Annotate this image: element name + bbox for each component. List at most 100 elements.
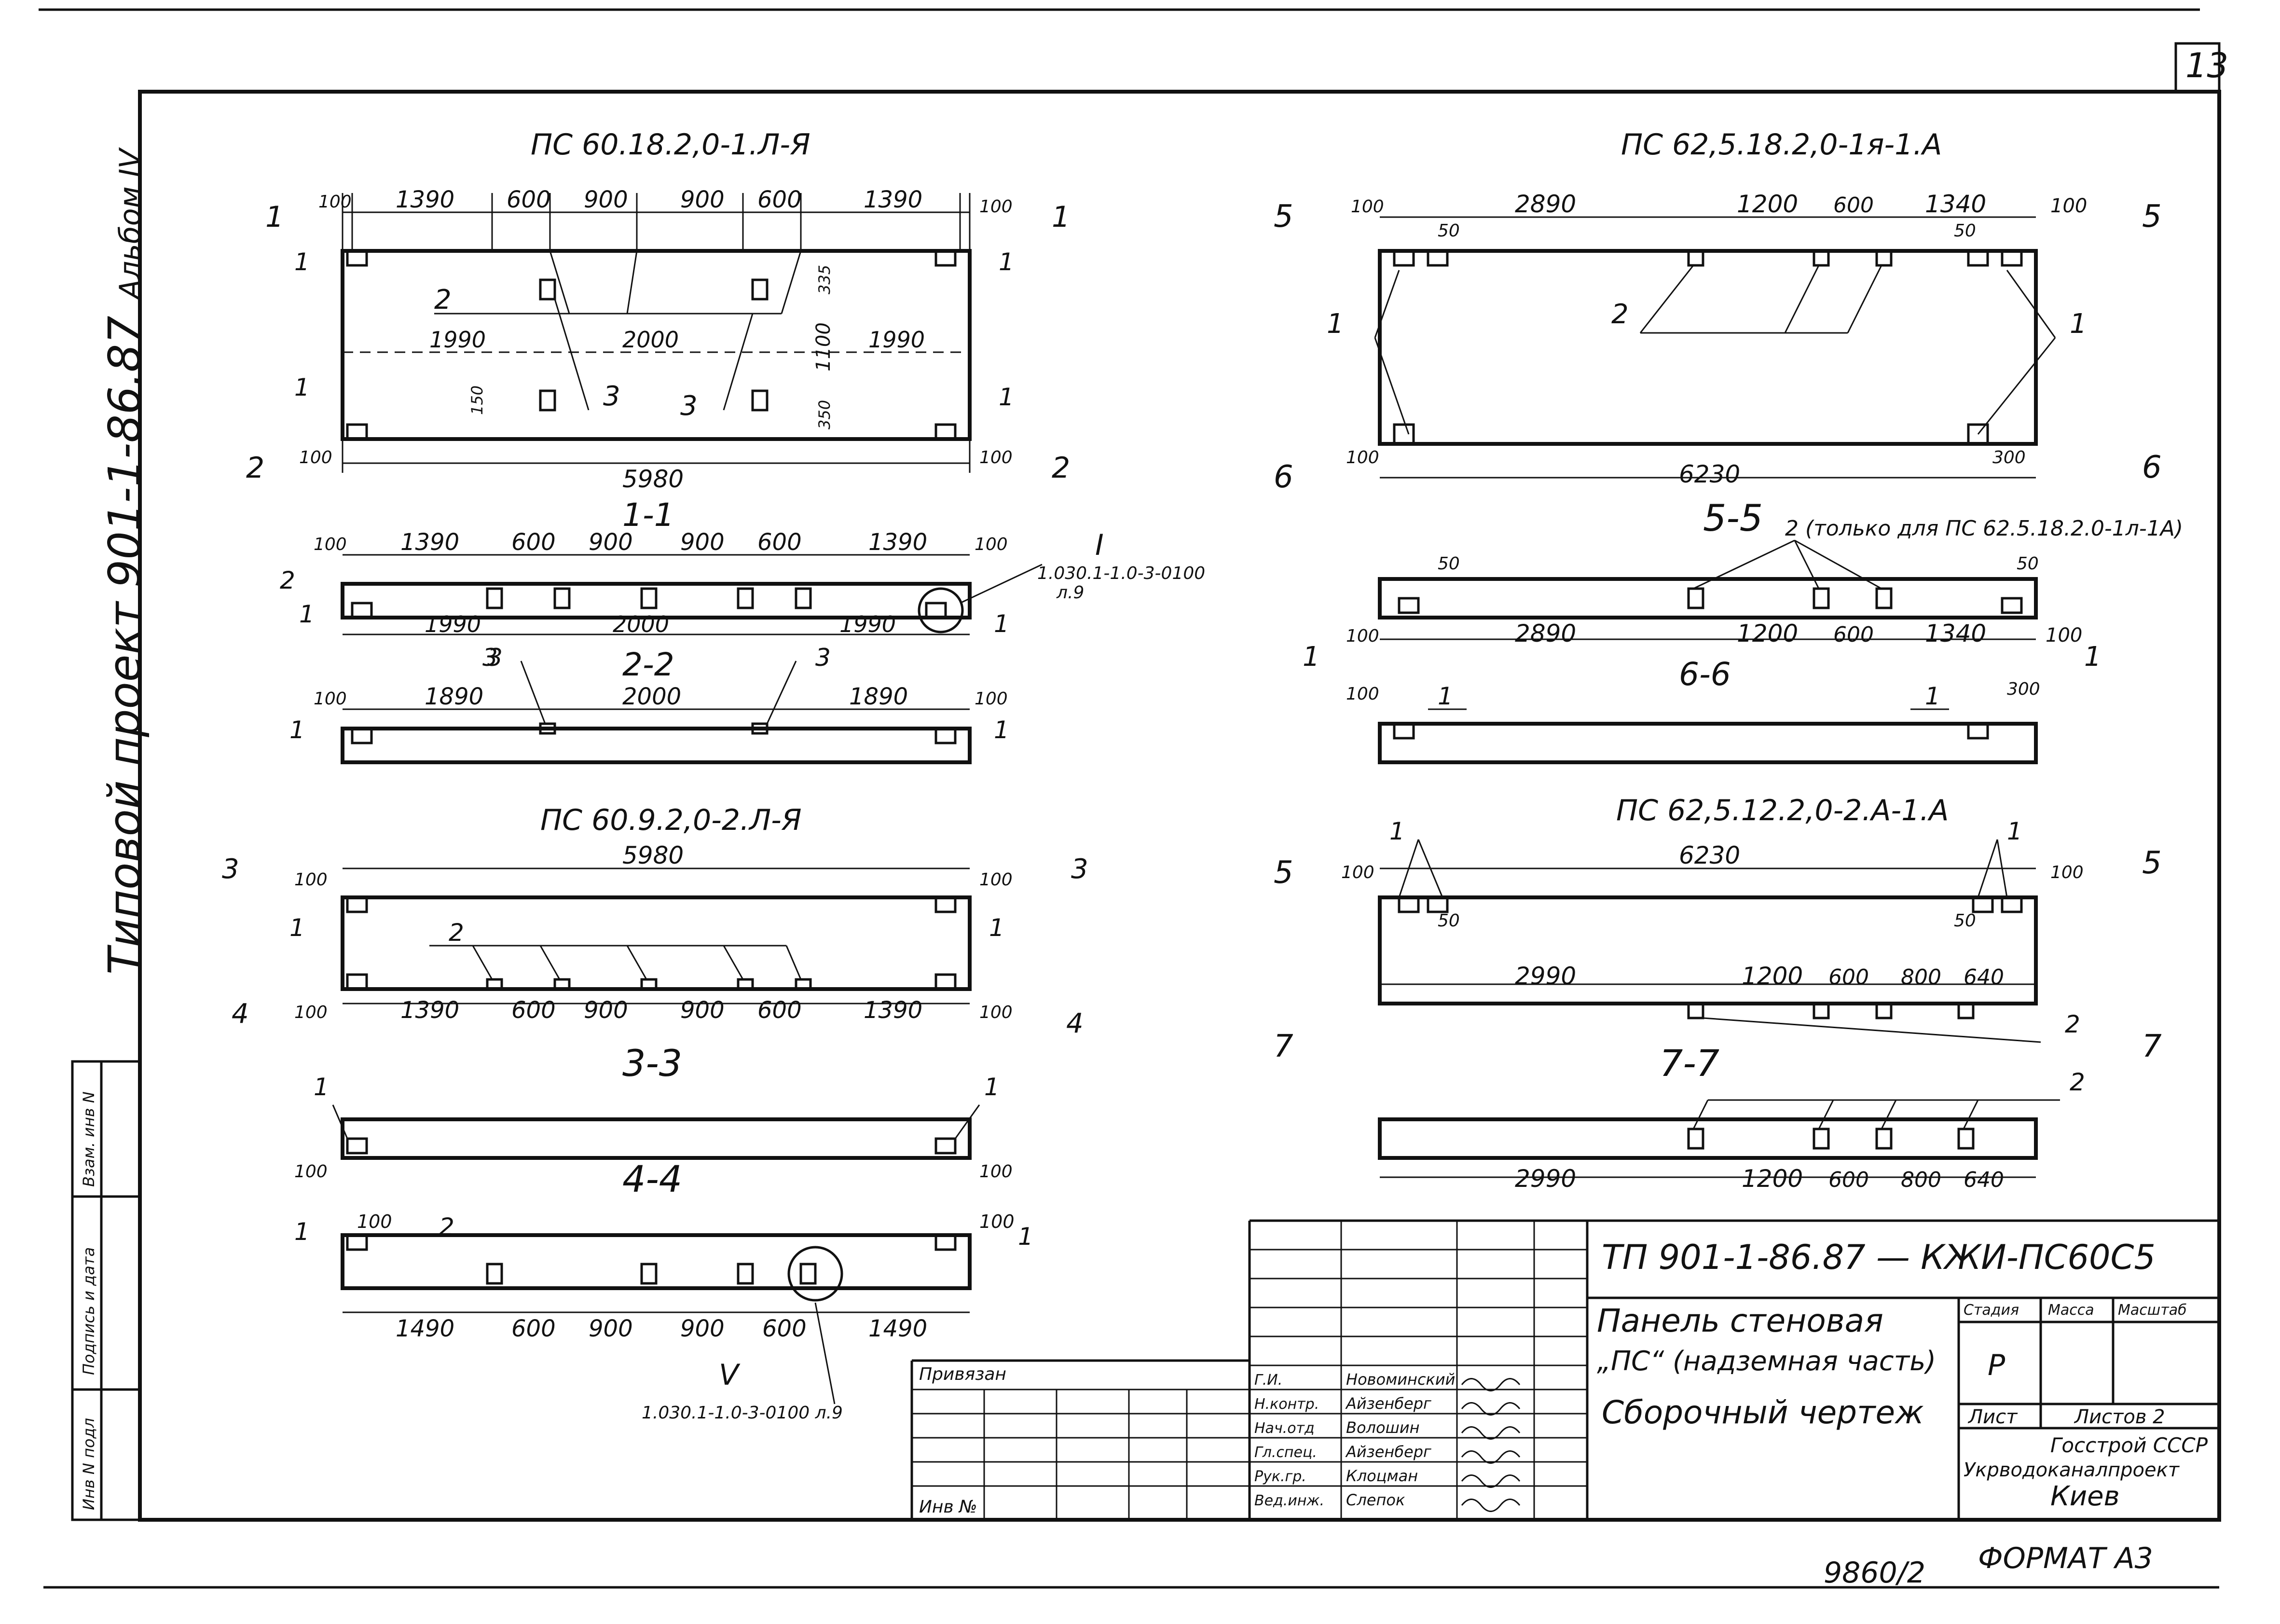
- p4-b3: 800: [1901, 965, 1941, 990]
- section-7-7: 7-7 2 2990 1200 600 800 640: [1378, 1042, 2085, 1193]
- s55-title: 5-5: [1703, 496, 1763, 539]
- s66-l1a: 1: [1438, 682, 1453, 710]
- p3-d2: 1200: [1737, 190, 1798, 218]
- s33-panel: [341, 1117, 972, 1160]
- s77-d2: 600: [1828, 1168, 1869, 1192]
- tb-name-2: „ПС“ (надземная часть): [1597, 1346, 1936, 1377]
- section-4-4: 4-4 100 100 1490 600 900 900 600 1490 V …: [294, 1157, 1033, 1423]
- tb-org-3: Киев: [2050, 1481, 2120, 1512]
- p3-sec6-right: 6: [2142, 450, 2162, 485]
- p1-ldim: 150: [468, 385, 486, 415]
- s44-l2: 2: [439, 1213, 454, 1241]
- s44-b5: 1490: [868, 1315, 927, 1342]
- s22-panel: [341, 727, 972, 764]
- s66-title: 6-6: [1679, 656, 1731, 693]
- p1-bot-left: 100: [299, 448, 332, 468]
- p2-b2: 600: [511, 997, 556, 1024]
- p3-length: 6230: [1679, 460, 1740, 488]
- s11-l3b: 3: [815, 644, 831, 672]
- p2-panel: [341, 895, 972, 991]
- p1-dim-0: 100: [318, 192, 352, 212]
- p1-dim-4: 900: [680, 186, 725, 213]
- p4-small-right: 50: [1954, 911, 1976, 931]
- p1-l1d: 1: [999, 383, 1014, 411]
- p3-l1b: 1: [2070, 308, 2087, 340]
- tb-name-1: Панель стеновая: [1597, 1302, 1883, 1339]
- section-3-3: 3-3 1 1 100 100: [294, 1042, 1013, 1182]
- p2-sec3-right: 3: [1071, 853, 1088, 885]
- tb-role-4: Рук.гр.: [1254, 1468, 1306, 1485]
- p1-l3b: 3: [680, 390, 698, 422]
- s11-l3a: 3: [487, 644, 503, 672]
- s22-l3a: 3: [482, 644, 498, 672]
- p1-sec2-right: 2: [1052, 451, 1070, 485]
- tb-name-row-4: Клоцман: [1346, 1467, 1418, 1485]
- s44-top-right: 100: [979, 1211, 1015, 1232]
- s44-top-left: 100: [357, 1211, 392, 1232]
- s44-b0: 1490: [396, 1315, 454, 1342]
- p4-top-right: 100: [2050, 863, 2084, 882]
- s44-title: 4-4: [622, 1157, 682, 1200]
- p3-d4: 1340: [1925, 190, 1986, 218]
- s55-top-left: 50: [1438, 554, 1460, 574]
- sheet-frame: [39, 8, 2221, 1589]
- tb-privyazan: Привязан: [919, 1364, 1006, 1384]
- p3-bot-right: 300: [1992, 448, 2026, 468]
- p4-top-left: 100: [1341, 863, 1374, 882]
- s44-l1b: 1: [1018, 1223, 1033, 1251]
- s22-d0: 100: [314, 689, 347, 709]
- p3-d1: 2890: [1515, 190, 1576, 218]
- p1-dim-2: 600: [507, 186, 551, 213]
- s55-d4: 1340: [1925, 619, 1986, 647]
- tb-name-row-2: Волошин: [1346, 1418, 1420, 1437]
- tb-stage-label: Стадия: [1964, 1302, 2019, 1319]
- p1-sec1-left: 1: [265, 200, 284, 234]
- s77-d3: 800: [1901, 1168, 1941, 1192]
- tb-name-row-5: Слепок: [1346, 1491, 1405, 1509]
- p1-l2: 2: [434, 284, 452, 316]
- view-p2: ПС 60.9.2,0-2.Л-Я 5980 3 3 4 4 100 100 1…: [222, 803, 1088, 1039]
- title-block: ТП 901-1-86.87 — КЖИ-ПС60С5 Панель стено…: [910, 1219, 2219, 1520]
- signature-marks: [1461, 1378, 1521, 1512]
- tb-name-row-3: Айзенберг: [1345, 1443, 1431, 1461]
- s55-top-right: 50: [2017, 554, 2039, 574]
- p2-b6: 1390: [864, 997, 922, 1024]
- p1-dim-7: 100: [979, 197, 1013, 217]
- tb-role-5: Вед.инж.: [1254, 1492, 1324, 1509]
- tb-name-row-0: Новоминский: [1346, 1370, 1455, 1389]
- s77-d4: 640: [1964, 1168, 2004, 1192]
- p4-panel: [1378, 895, 2038, 1005]
- inventory-number: 9860/2: [1824, 1556, 1925, 1590]
- side-stamp-sign: Подпись и дата: [80, 1247, 98, 1375]
- sheet-number: 13: [2185, 46, 2228, 85]
- s55-note: 2 (только для ПС 62.5.18.2.0-1л-1А): [1785, 516, 2183, 541]
- s22-d1: 1890: [425, 683, 483, 710]
- p4-l2: 2: [2065, 1010, 2080, 1038]
- s44-b2: 900: [589, 1315, 633, 1342]
- s66-right: 300: [2007, 679, 2040, 699]
- p4-length: 6230: [1679, 841, 1740, 869]
- tb-name-row-1: Айзенберг: [1345, 1394, 1431, 1413]
- s11-panel: [341, 582, 972, 619]
- p4-b0: 2990: [1515, 962, 1576, 990]
- section-2-2: 2-2 100 1890 2000 1890 100 1 1 3 3: [289, 644, 1009, 764]
- s11-d1: 1390: [400, 529, 459, 556]
- tb-org-2: Укрводоканалпроект: [1964, 1459, 2180, 1481]
- p4-title: ПС 62,5.12.2,0-2.А-1.А: [1616, 794, 1949, 827]
- p3-d5: 100: [2050, 195, 2087, 217]
- s33-left: 100: [294, 1162, 328, 1182]
- p4-b4: 640: [1964, 965, 2004, 990]
- s77-title: 7-7: [1660, 1042, 1719, 1085]
- p2-b7: 100: [979, 1003, 1013, 1022]
- s22-l3b: 3: [815, 644, 831, 672]
- s11-d3: 900: [589, 529, 633, 556]
- s55-d3: 600: [1833, 622, 1874, 647]
- p4-sec5-left: 5: [1274, 855, 1293, 891]
- p3-sec5-left: 5: [1274, 199, 1293, 234]
- s77-l2: 2: [2070, 1068, 2085, 1096]
- s11-d4: 900: [680, 529, 725, 556]
- s11-b2: 1990: [839, 611, 896, 637]
- p1-title: ПС 60.18.2,0-1.Л-Я: [531, 128, 810, 162]
- section-1-1: 1-1 100 1390 600 900 900 600 1390 100 19…: [280, 496, 1205, 672]
- section-5-5: 5-5 2 (только для ПС 62.5.18.2.0-1л-1А) …: [1303, 496, 2183, 673]
